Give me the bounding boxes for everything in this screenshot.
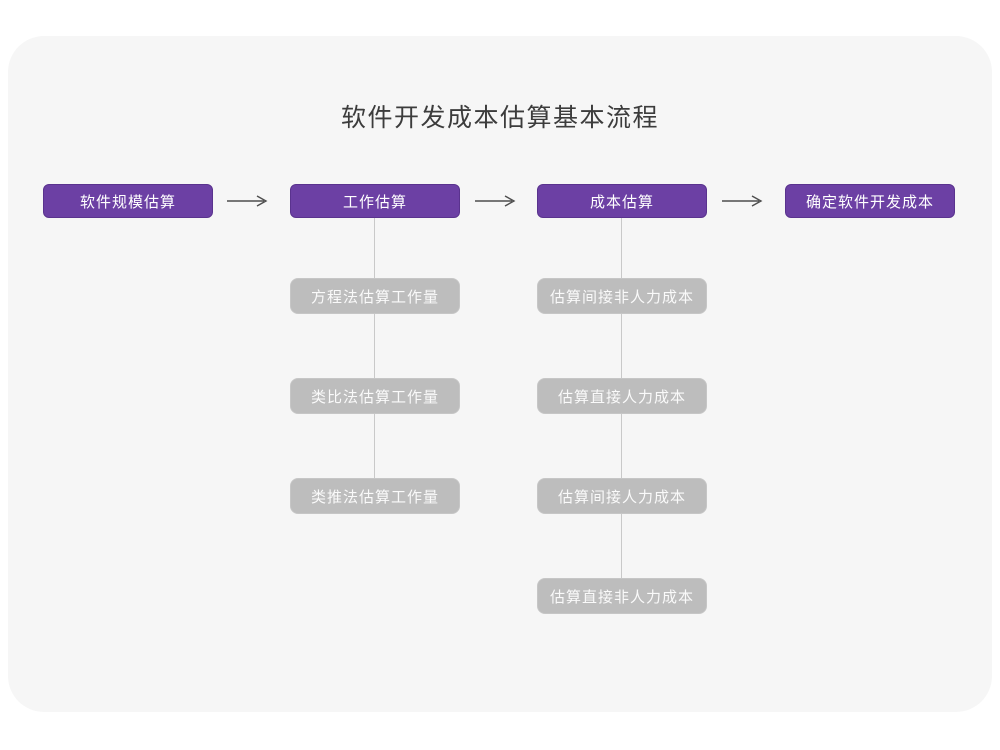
flow-node-label: 软件规模估算 (79, 193, 176, 211)
flow-node-label: 工作估算 (342, 193, 407, 211)
right-arrow-icon (475, 195, 516, 207)
sub-node-extrapolation-method[interactable]: 类推法估算工作量 (290, 478, 460, 514)
sub-node-indirect-nonlabor-cost[interactable]: 估算间接非人力成本 (537, 278, 707, 314)
sub-node-label: 估算间接人力成本 (557, 488, 686, 506)
flow-node-determine-dev-cost[interactable]: 确定软件开发成本 (785, 184, 955, 218)
canvas-panel (8, 36, 992, 712)
flow-node-cost-estimation[interactable]: 成本估算 (537, 184, 707, 218)
sub-node-label: 类比法估算工作量 (310, 388, 439, 406)
sub-node-label: 类推法估算工作量 (310, 488, 439, 506)
sub-node-equation-method[interactable]: 方程法估算工作量 (290, 278, 460, 314)
sub-node-indirect-labor-cost[interactable]: 估算间接人力成本 (537, 478, 707, 514)
connector-work-column (374, 218, 375, 488)
sub-node-direct-nonlabor-cost[interactable]: 估算直接非人力成本 (537, 578, 707, 614)
sub-node-analogy-method[interactable]: 类比法估算工作量 (290, 378, 460, 414)
sub-node-label: 估算直接人力成本 (557, 388, 686, 406)
flow-node-software-scale-estimation[interactable]: 软件规模估算 (43, 184, 213, 218)
right-arrow-icon (722, 195, 763, 207)
flow-node-label: 确定软件开发成本 (805, 193, 934, 211)
right-arrow-icon (227, 195, 268, 207)
sub-node-label: 估算间接非人力成本 (549, 288, 694, 306)
flow-node-work-estimation[interactable]: 工作估算 (290, 184, 460, 218)
sub-node-label: 估算直接非人力成本 (549, 588, 694, 606)
sub-node-label: 方程法估算工作量 (310, 288, 439, 306)
sub-node-direct-labor-cost[interactable]: 估算直接人力成本 (537, 378, 707, 414)
page-title: 软件开发成本估算基本流程 (340, 104, 659, 132)
flow-node-label: 成本估算 (589, 193, 654, 211)
